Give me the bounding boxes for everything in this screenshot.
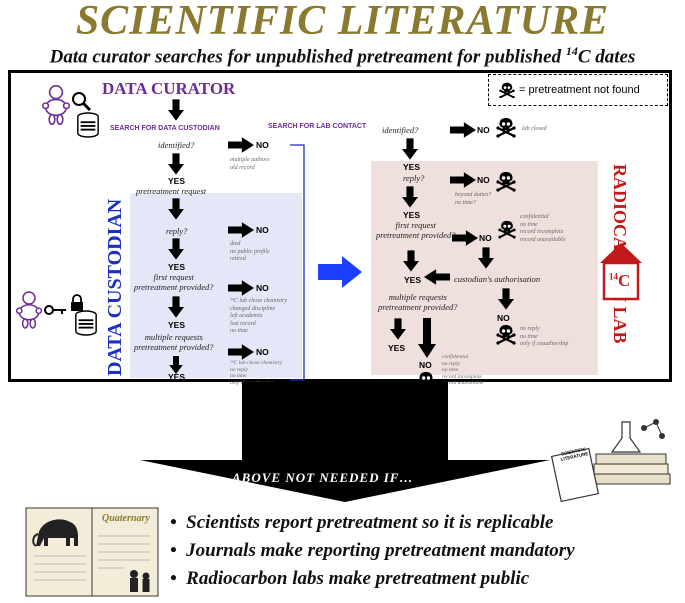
- lab-no2: NO: [477, 175, 490, 185]
- arrow-down-icon: [168, 296, 184, 318]
- lab-no5-notes: no reply no time only if coauthorship: [520, 326, 569, 347]
- curator-heading: DATA CURATOR: [102, 79, 236, 98]
- lab-house-icon: [600, 243, 642, 301]
- lab-first-request-q: first request pretreatment provided?: [376, 220, 456, 240]
- bullet-text: Radiocarbon labs make pretreatment publi…: [186, 568, 530, 589]
- arrow-right-icon: [228, 344, 254, 360]
- lab-badge: 14C: [609, 271, 630, 291]
- key-icon: [44, 305, 66, 315]
- journal-stack-icon: [550, 419, 671, 503]
- search-lab-label: SEARCH FOR LAB CONTACT: [268, 123, 367, 130]
- arrow-right-icon: [450, 122, 476, 138]
- pretreatment-request-label: pretreatment request: [136, 186, 207, 196]
- book-title: Quaternary: [102, 513, 150, 524]
- arrow-down-icon: [168, 153, 184, 175]
- database-icon: [74, 310, 98, 336]
- subtitle: Data curator searches for unpublished pr…: [0, 44, 685, 68]
- blue-arrow-icon: [318, 256, 362, 288]
- skull-crossbones-icon: [496, 323, 516, 345]
- big-down-arrow-icon: [140, 382, 550, 502]
- custodian-yes1: YES: [168, 176, 186, 186]
- lab-yes1: YES: [403, 162, 421, 172]
- custodian-reply-q: reply?: [166, 226, 188, 236]
- custodian-multiple-q: multiple requests pretreatment provided?: [134, 332, 214, 352]
- arrow-down-icon: [403, 250, 419, 272]
- subtitle-tail: C dates: [577, 46, 636, 68]
- custodian-authorisation-label: custodian's authorisation: [454, 274, 541, 284]
- custodian-label: DATA CUSTODIAN: [104, 198, 126, 376]
- curator-person-icon: [40, 84, 72, 126]
- bullet-text: Scientists report pretreatment so it is …: [186, 512, 554, 533]
- custodian-yes2: YES: [168, 262, 186, 272]
- custodian-person-icon: [14, 290, 44, 330]
- lab-no5: NO: [497, 313, 510, 323]
- lab-no1: NO: [477, 125, 490, 135]
- lab-no3: NO: [479, 233, 492, 243]
- lab-no1-notes: lab closed: [522, 126, 547, 132]
- arrow-right-icon: [450, 172, 476, 188]
- subtitle-sup: 14: [565, 44, 578, 58]
- arrow-down-icon: [478, 246, 494, 270]
- bullet-item: • Journals make reporting pretreatment m…: [170, 540, 575, 561]
- bullet-item: • Radiocarbon labs make pretreatment pub…: [170, 568, 530, 589]
- lab-multiple-q: multiple requests pretreatment provided?: [378, 292, 458, 312]
- search-custodian-label: SEARCH FOR DATA CUSTODIAN: [110, 125, 220, 132]
- arrow-right-icon: [228, 222, 254, 238]
- arrow-right-icon: [228, 137, 254, 153]
- skull-crossbones-icon: [499, 82, 515, 98]
- custodian-identified-q: identified?: [158, 140, 195, 150]
- bullet-text: Journals make reporting pretreatment man…: [186, 540, 575, 561]
- custodian-no1-notes: multiple authors old record: [230, 157, 270, 171]
- arrow-right-icon: [228, 280, 254, 296]
- magnifier-icon: [72, 92, 92, 112]
- arrow-down-icon: [390, 318, 406, 340]
- page-title: SCIENTIFIC LITERATURE: [75, 0, 610, 44]
- custodian-no2-notes: died no public profile retired: [230, 241, 270, 262]
- open-book-icon: [25, 507, 159, 597]
- custodian-no2: NO: [256, 225, 269, 235]
- lab-badge-main: C: [618, 271, 631, 290]
- custodian-no3: NO: [256, 283, 269, 293]
- custodian-yes4: YES: [168, 372, 186, 382]
- arrow-down-icon: [402, 186, 418, 208]
- legend-label: = pretreatment not found: [519, 84, 640, 96]
- lab-yes3: YES: [404, 275, 422, 285]
- lab-identified-q: identified?: [382, 125, 419, 135]
- lab-no4-notes: confidential no reply no time record inc…: [442, 354, 484, 386]
- custodian-no4: NO: [256, 347, 269, 357]
- lab-yes2: YES: [403, 210, 421, 220]
- lab-reply-q: reply?: [403, 173, 425, 183]
- skull-crossbones-icon: [496, 116, 516, 138]
- database-icon: [76, 112, 100, 138]
- arrow-down-icon: [168, 99, 184, 121]
- connector-bracket: [290, 144, 305, 381]
- arrow-right-icon: [452, 230, 478, 246]
- arrow-down-icon: [418, 318, 436, 358]
- lab-no2-notes: beyond duties? no time?: [455, 192, 492, 206]
- arrow-left-icon: [424, 269, 450, 285]
- skull-crossbones-icon: [496, 170, 516, 192]
- arrow-down-icon: [168, 238, 184, 260]
- custodian-no3-notes: ¹⁴C lab chose chemistry changed discipli…: [230, 298, 288, 334]
- arrow-down-icon: [402, 138, 418, 160]
- banner-text: ABOVE NOT NEEDED IF…: [232, 470, 414, 485]
- custodian-first-request-q: first request pretreatment provided?: [134, 272, 214, 292]
- subtitle-main: Data curator searches for unpublished pr…: [49, 46, 566, 68]
- legend: = pretreatment not found: [488, 74, 668, 106]
- lab-no3-notes: confidential no time record incomplete r…: [520, 214, 566, 243]
- lab-yes4: YES: [388, 343, 406, 353]
- custodian-yes3: YES: [168, 320, 186, 330]
- custodian-panel: [130, 193, 302, 378]
- arrow-down-icon: [168, 198, 184, 220]
- lab-no4: NO: [419, 360, 432, 370]
- skull-crossbones-icon: [498, 219, 516, 239]
- lab-badge-sup: 14: [609, 271, 618, 282]
- padlock-icon: [71, 294, 83, 311]
- bullet-item: • Scientists report pretreatment so it i…: [170, 512, 554, 533]
- custodian-no1: NO: [256, 140, 269, 150]
- arrow-down-icon: [498, 288, 514, 310]
